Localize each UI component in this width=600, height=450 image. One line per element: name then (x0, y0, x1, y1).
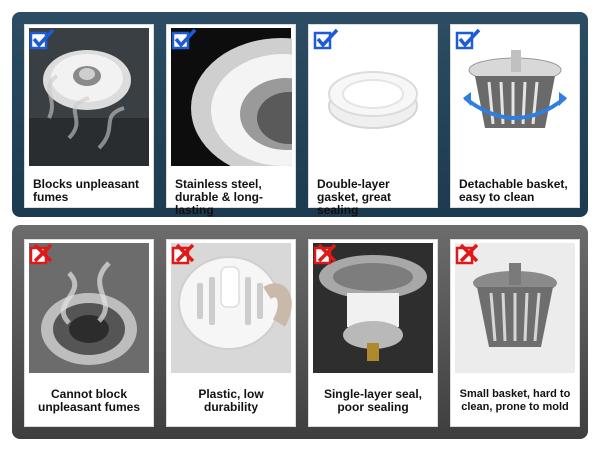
check-icon (455, 28, 481, 50)
feature-card-gasket: Double-layer gasket, great sealing (308, 24, 438, 217)
feature-card-fumes: Blocks unpleasant fumes (24, 24, 154, 208)
drawback-card-small-basket: Small basket, hard to clean, prone to mo… (450, 239, 580, 427)
check-icon (171, 28, 197, 50)
check-icon (313, 28, 339, 50)
cross-icon (313, 243, 339, 265)
disadvantages-panel: Cannot block unpleasant fumes Plastic, l… (12, 225, 588, 439)
drawback-card-single-seal: Single-layer seal, poor sealing (308, 239, 438, 427)
drawback-caption: Single-layer seal, poor sealing (323, 387, 423, 414)
drawback-caption: Plastic, low durability (198, 387, 264, 414)
feature-caption: Blocks unpleasant fumes (33, 177, 140, 204)
photo-small-basket (454, 243, 576, 373)
cross-icon (455, 243, 481, 265)
photo-open-drain-fumes (28, 243, 150, 373)
photo-plastic-strainer (170, 243, 292, 373)
photo-stopper-in-sink (28, 28, 150, 166)
advantages-panel: Blocks unpleasant fumes Stainless steel,… (12, 12, 588, 217)
drawback-card-plastic: Plastic, low durability (166, 239, 296, 427)
drawback-caption: Small basket, hard to clean, prone to mo… (459, 388, 571, 413)
drawback-card-fumes: Cannot block unpleasant fumes (24, 239, 154, 427)
feature-caption: Detachable basket, easy to clean (459, 177, 568, 204)
drawback-caption: Cannot block unpleasant fumes (37, 387, 141, 414)
cross-icon (29, 243, 55, 265)
check-icon (29, 28, 55, 50)
photo-gasket (312, 28, 434, 166)
photo-single-layer-seal (312, 243, 434, 373)
feature-card-stainless: Stainless steel, durable & long-lasting (166, 24, 296, 217)
cross-icon (171, 243, 197, 265)
feature-caption: Double-layer gasket, great sealing (317, 177, 392, 217)
feature-card-basket: Detachable basket, easy to clean (450, 24, 580, 208)
photo-stainless-closeup (170, 28, 292, 166)
feature-caption: Stainless steel, durable & long-lasting (175, 177, 263, 217)
photo-detachable-basket (454, 28, 576, 166)
